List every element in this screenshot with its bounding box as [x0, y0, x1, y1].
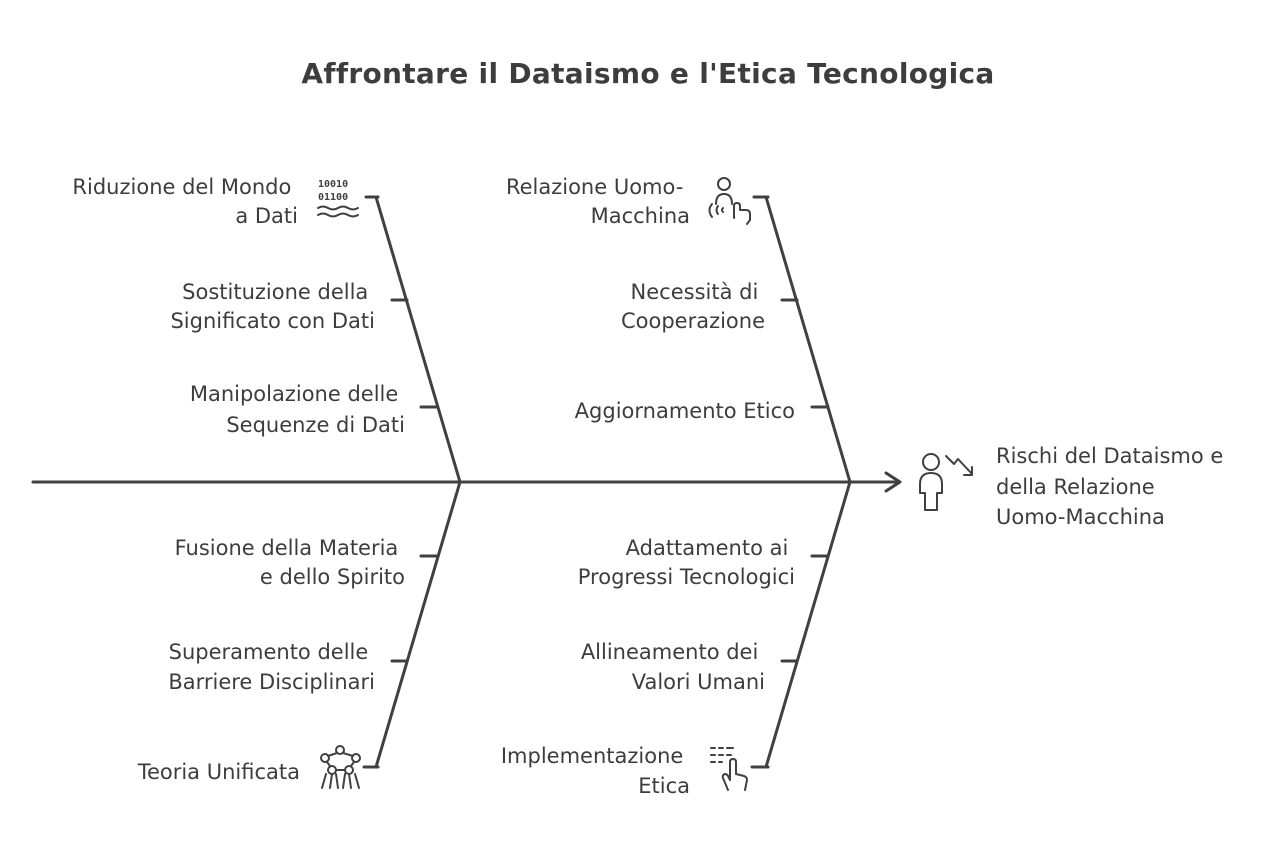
cause-aggiornamento-etico: Aggiornamento Etico [575, 399, 795, 423]
hand-pointer-list-icon [710, 747, 748, 791]
svg-text:01100: 01100 [318, 192, 348, 203]
cause-implementazione-etica: Implementazione Etica [501, 744, 690, 798]
bone-upper-left [374, 195, 462, 484]
person-trend-down-icon [919, 453, 973, 511]
cause-teoria-unificata: Teoria Unificata [137, 760, 300, 784]
cause-sostituzione-significato: Sostituzione della Significato con Dati [170, 280, 375, 333]
effect-label: Rischi del Dataismo e della Relazione Uo… [996, 444, 1230, 529]
diagram-title: Affrontare il Dataismo e l'Etica Tecnolo… [301, 57, 994, 90]
bone-upper-right [764, 195, 852, 484]
person-touch-icon [708, 177, 751, 225]
cause-manipolazione-sequenze: Manipolazione delle Sequenze di Dati [190, 382, 405, 437]
cause-allineamento-valori: Allineamento dei Valori Umani [581, 640, 765, 694]
cause-relazione-uomo-macchina: Relazione Uomo- Macchina [506, 175, 690, 228]
cause-fusione-materia-spirito: Fusione della Materia e dello Spirito [175, 536, 405, 589]
spine [31, 471, 902, 493]
bone-lower-right [764, 480, 852, 769]
binary-data-icon: 10010 01100 [317, 179, 359, 218]
bone-lower-left [374, 480, 462, 769]
cause-adattamento-progressi: Adattamento ai Progressi Tecnologici [578, 536, 795, 589]
svg-text:10010: 10010 [318, 179, 348, 190]
cause-superamento-barriere: Superamento delle Barriere Disciplinari [168, 640, 375, 694]
main-bones [362, 195, 852, 769]
cause-necessita-cooperazione: Necessità di Cooperazione [621, 280, 765, 333]
molecule-icon [320, 745, 361, 789]
cause-riduzione-mondo-dati: Riduzione del Mondo a Dati [72, 175, 298, 228]
minor-bones [390, 298, 830, 663]
